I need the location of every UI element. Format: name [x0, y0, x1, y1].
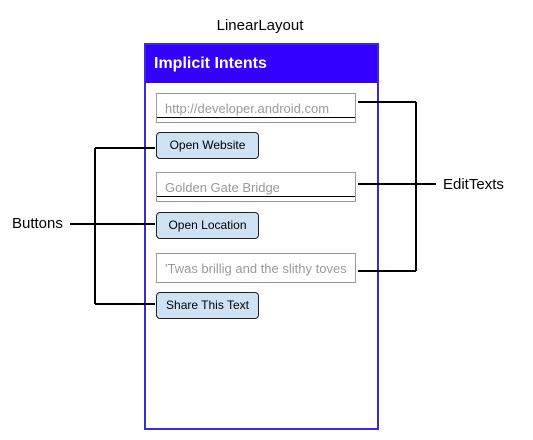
buttons-label: Buttons	[12, 215, 63, 232]
website-edittext[interactable]: http://developer.android.com	[156, 93, 356, 123]
share-hint: 'Twas brillig and the slithy toves	[165, 261, 347, 276]
website-edittext-underline	[157, 117, 355, 118]
layout-title: LinearLayout	[216, 17, 304, 34]
edittexts-label: EditTexts	[443, 176, 504, 193]
share-text-button[interactable]: Share This Text	[156, 292, 259, 319]
edittexts-bracket	[358, 101, 436, 272]
app-bar-title: Implicit Intents	[146, 45, 377, 83]
open-location-button[interactable]: Open Location	[156, 212, 259, 239]
website-hint: http://developer.android.com	[165, 101, 330, 116]
location-hint: Golden Gate Bridge	[165, 180, 280, 195]
location-edittext[interactable]: Golden Gate Bridge	[156, 172, 356, 202]
location-edittext-underline	[157, 196, 355, 197]
phone-frame: Implicit Intents http://developer.androi…	[144, 43, 379, 430]
open-website-button[interactable]: Open Website	[156, 132, 259, 159]
share-edittext[interactable]: 'Twas brillig and the slithy toves	[156, 253, 356, 283]
buttons-bracket	[70, 147, 155, 305]
